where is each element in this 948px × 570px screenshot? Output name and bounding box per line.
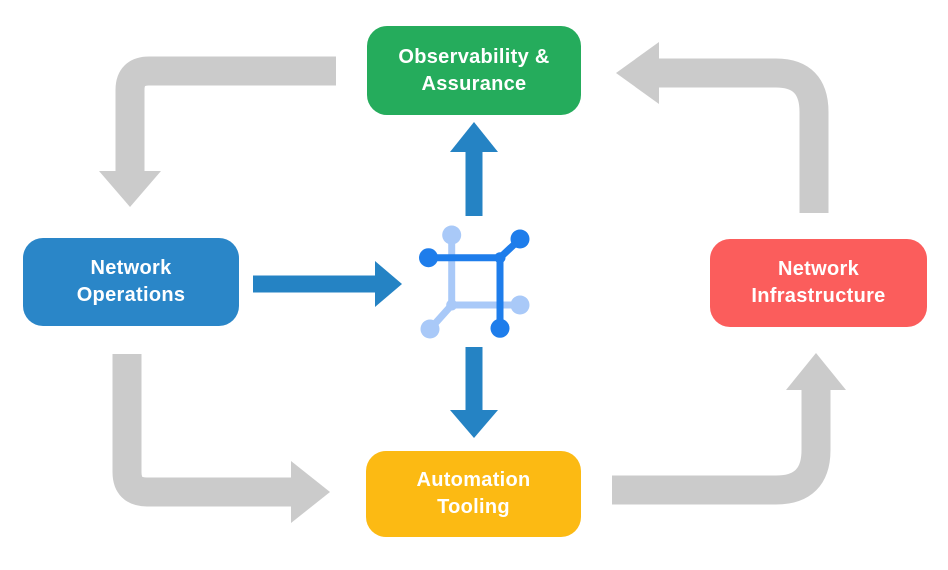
arrow-shaft: [115, 56, 336, 172]
icon-dark-node-bottom: [490, 318, 510, 338]
icon-light-node-right: [510, 295, 530, 315]
arrow-head-right-icon: [291, 461, 330, 523]
node-network-operations: Network Operations: [23, 238, 239, 326]
node-label-line1: Automation: [416, 469, 531, 491]
arrow-shaft: [612, 390, 831, 505]
icon-dark-node-left: [419, 248, 438, 268]
icon-light-junction: [446, 299, 458, 311]
icon-light-node-top: [442, 225, 462, 245]
network-mesh-icon: [419, 225, 530, 339]
arrow-center-to-automation: [450, 347, 498, 438]
arrow-operations-to-center: [253, 261, 402, 307]
node-label-line2: Tooling: [437, 496, 510, 518]
node-label-line1: Network: [90, 257, 172, 279]
arrow-operations-to-automation: [112, 354, 330, 523]
arrow-shaft: [112, 354, 291, 507]
arrow-head-down-icon: [99, 171, 161, 207]
arrow-center-to-observability: [450, 122, 498, 216]
arrow-infrastructure-to-observability: [616, 42, 829, 213]
arrow-head-up-icon: [786, 353, 846, 390]
icon-light-node-bottom-left: [420, 319, 440, 339]
arrow-head-down-icon: [450, 410, 498, 438]
node-label-line2: Infrastructure: [751, 285, 886, 307]
icon-dark-node-top-right: [510, 229, 530, 249]
arrow-automation-to-infrastructure: [612, 353, 846, 505]
node-label-line1: Network: [777, 258, 859, 280]
arrow-head-right-icon: [375, 261, 402, 307]
node-automation-tooling: Automation Tooling: [366, 451, 581, 537]
node-label-line2: Operations: [76, 284, 186, 306]
arrow-head-up-icon: [450, 122, 498, 152]
arrow-shaft: [659, 58, 829, 213]
arrow-head-left-icon: [616, 42, 659, 104]
node-label-line1: Observability &: [398, 45, 550, 68]
node-label-line2: Assurance: [421, 72, 527, 95]
node-observability-assurance: Observability & Assurance: [367, 26, 581, 115]
icon-dark-junction: [494, 252, 506, 264]
node-network-infrastructure: Network Infrastructure: [710, 239, 927, 327]
arrow-observability-to-operations: [99, 56, 336, 207]
